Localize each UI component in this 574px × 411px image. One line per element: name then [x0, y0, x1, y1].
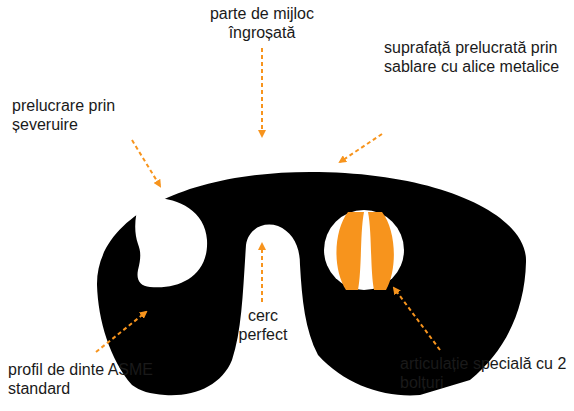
callout-label: suprafață prelucrată prin sablare cu ali… — [384, 38, 562, 76]
leader-line — [96, 312, 146, 352]
joint-hole — [324, 210, 404, 290]
leader-line — [261, 244, 263, 302]
callout-label: articulație specială cu 2 bolțuri — [400, 354, 568, 392]
pin — [336, 212, 364, 290]
leader-line — [261, 48, 263, 136]
callout-label: parte de mijloc îngroșată — [200, 4, 324, 42]
callout-label: cerc perfect — [228, 306, 298, 344]
callout-label: profil de dinte ASME standard — [8, 360, 158, 398]
pin — [368, 212, 394, 290]
leader-line — [132, 140, 160, 186]
callout-label: prelucrare prin șeveruire — [12, 96, 140, 134]
shaved-hole — [135, 198, 207, 287]
leader-line — [340, 134, 382, 162]
leader-line — [394, 288, 440, 350]
